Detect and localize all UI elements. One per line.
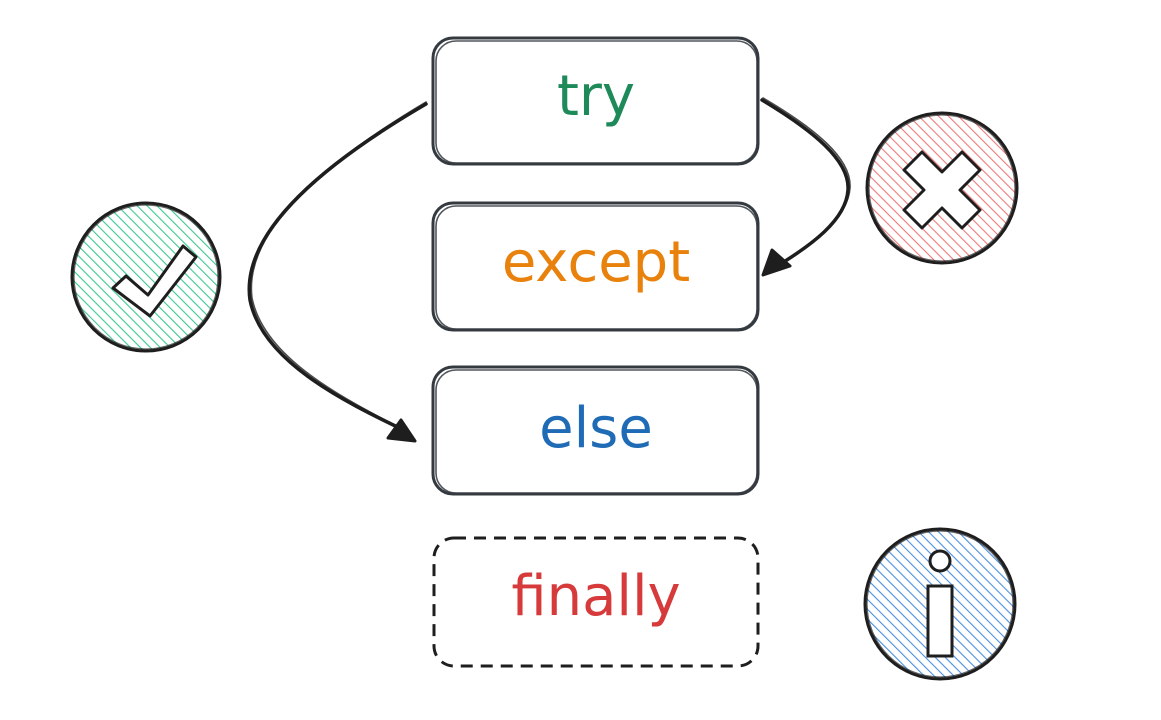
except-block: except (431, 201, 760, 332)
info-icon (863, 527, 1017, 681)
try-label: try (557, 64, 635, 129)
try-block: try (431, 36, 760, 166)
success-arrow (247, 101, 428, 443)
else-block: else (431, 365, 760, 496)
x-icon (865, 111, 1019, 265)
except-label: except (502, 230, 690, 295)
check-icon (70, 201, 222, 353)
else-label: else (539, 396, 653, 461)
success-arrowhead (386, 418, 417, 443)
error-arrow (760, 97, 851, 277)
error-arrowhead (761, 248, 792, 277)
finally-block: finally (432, 536, 760, 668)
finally-label: finally (511, 564, 680, 629)
